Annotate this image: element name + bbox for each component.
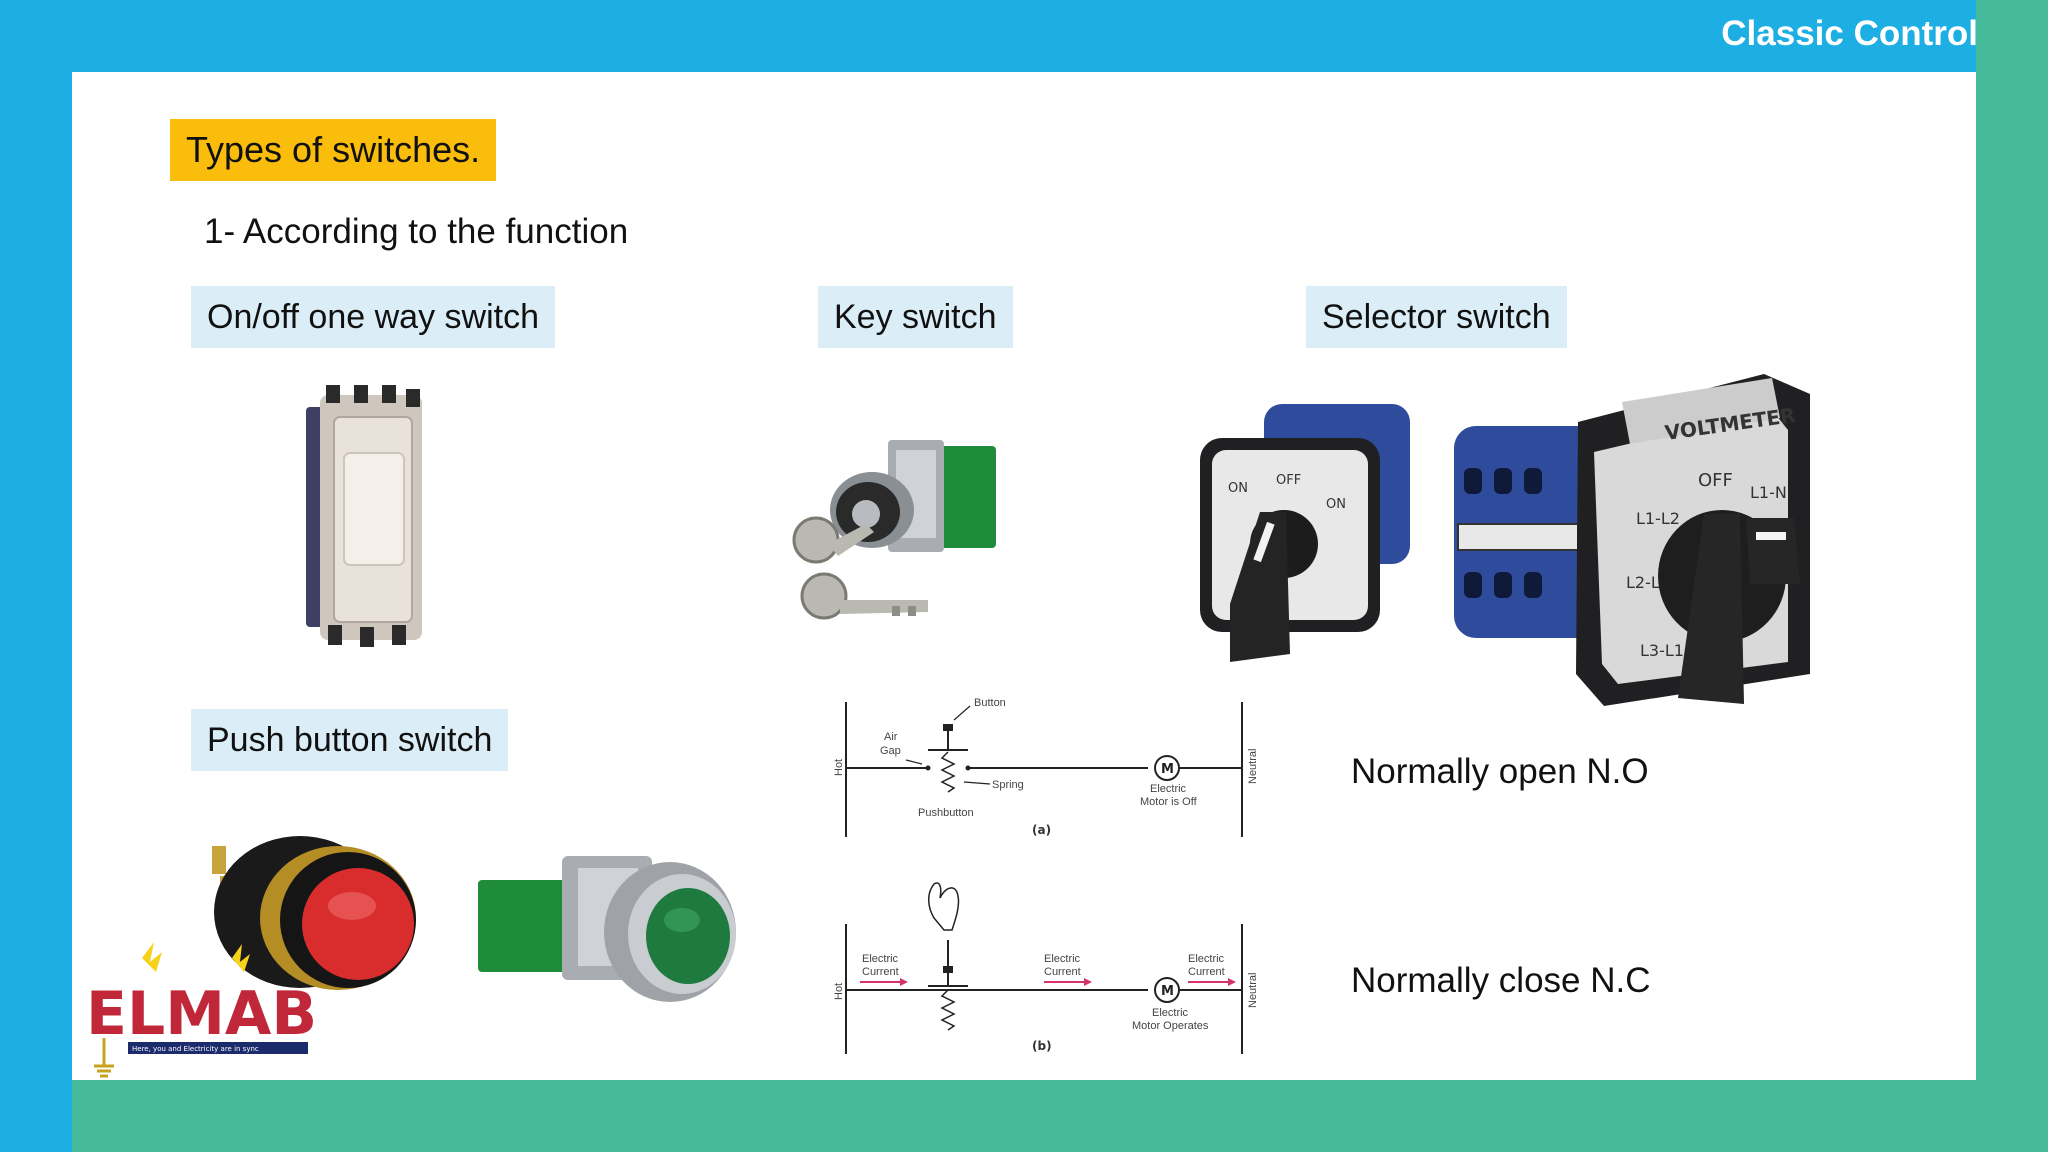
diagram-b-current2-line1: Electric [1044, 953, 1081, 965]
diagram-normally-close: M Electric Current Electric Current Elec… [833, 882, 1259, 1054]
diagram-a-hot: Hot [833, 759, 845, 776]
selector-switch-large-image: VOLTMETER OFF L1-N L1-L2 L2-L3 L3-L1 [1454, 374, 1810, 706]
elmabid-logo: ELMABID Here, you and Electricity are in… [86, 942, 314, 1078]
diagram-a-spring: Spring [992, 779, 1024, 791]
selector-small-off: OFF [1276, 473, 1301, 488]
selector-large-l1n: L1-N [1750, 483, 1787, 502]
diagram-b-current1-line2: Current [862, 966, 899, 978]
label-push-button-switch: Push button switch [191, 709, 509, 771]
label-onoff-switch: On/off one way switch [191, 286, 555, 348]
current-arrow-head-2 [1084, 978, 1092, 986]
diagram-b-current1-line1: Electric [862, 953, 899, 965]
logo-tagline: Here, you and Electricity are in sync [132, 1045, 259, 1053]
selector-large-l3l1: L3-L1 [1640, 641, 1684, 660]
selector-switch-small-image: ON OFF ON [1200, 404, 1410, 662]
current-arrow-head-1 [900, 978, 908, 986]
selector-small-on-left: ON [1228, 481, 1248, 496]
push-button-red-image [212, 836, 416, 990]
diagram-b-neutral: Neutral [1247, 973, 1259, 1008]
right-border [1976, 0, 2048, 1152]
diagram-b-motor-line2: Motor Operates [1132, 1020, 1209, 1032]
diagram-a-pushbutton: Pushbutton [918, 807, 974, 819]
selector-large-l1l2: L1-L2 [1636, 509, 1680, 528]
diagram-b-current3-line1: Electric [1188, 953, 1225, 965]
diagram-a-neutral: Neutral [1247, 749, 1259, 784]
diagram-a-air: Air [884, 731, 898, 743]
normally-open-label: Normally open N.O [1351, 752, 1649, 791]
logo-text: ELMABID [86, 979, 314, 1049]
normally-close-label: Normally close N.C [1351, 961, 1651, 1000]
push-button-green-image [478, 856, 736, 1002]
diagram-a-motor: M [1161, 762, 1174, 777]
diagram-b-caption: (b) [1032, 1039, 1052, 1053]
top-banner [0, 0, 2048, 72]
diagram-b-motor-line1: Electric [1152, 1007, 1189, 1019]
selector-small-on-right: ON [1326, 497, 1346, 512]
key-switch-image [792, 440, 996, 620]
brand-title: Classic Control [1721, 14, 1978, 53]
onoff-switch-image [306, 385, 422, 647]
diagram-b-motor: M [1161, 984, 1174, 999]
left-border [0, 72, 72, 1152]
bottom-border [72, 1080, 2048, 1152]
diagram-a-motor-line1: Electric [1150, 783, 1187, 795]
logo-flame-icon-2 [232, 944, 250, 972]
diagram-a-caption: (a) [1032, 823, 1051, 837]
current-arrow-head-3 [1228, 978, 1236, 986]
diagram-a-gap: Gap [880, 745, 901, 757]
diagram-b-current3-line2: Current [1188, 966, 1225, 978]
slide-subtitle: 1- According to the function [204, 212, 629, 251]
label-key-switch: Key switch [818, 286, 1013, 348]
diagram-b-hot: Hot [833, 983, 845, 1000]
diagram-a-button: Button [974, 697, 1006, 709]
diagram-normally-open: M Button Air Gap Hot Spring Pushbutton E… [833, 697, 1259, 837]
logo-flame-icon [142, 942, 162, 972]
label-selector-switch: Selector switch [1306, 286, 1567, 348]
diagram-b-current2-line2: Current [1044, 966, 1081, 978]
slide-title: Types of switches. [170, 119, 497, 181]
selector-large-off: OFF [1698, 470, 1733, 491]
diagram-a-motor-line2: Motor is Off [1140, 796, 1198, 808]
